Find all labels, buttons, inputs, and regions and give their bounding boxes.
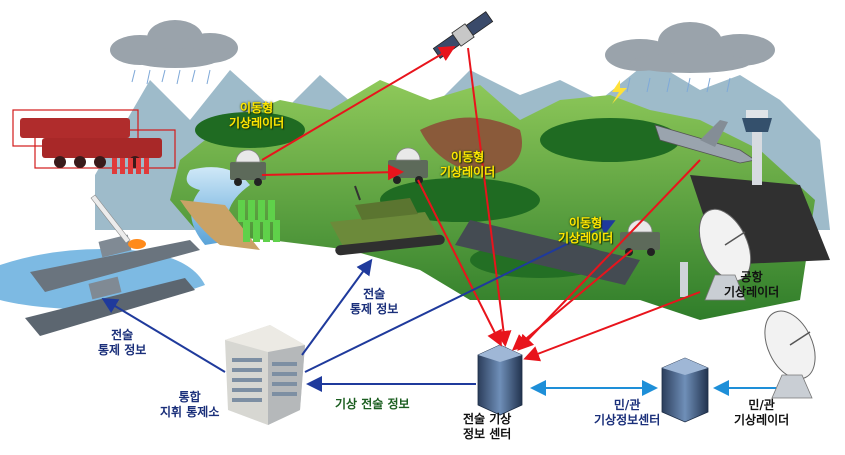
tank: [330, 185, 445, 256]
arrow-command-to-tank: [301, 258, 373, 356]
civil-weather-center-label: 민/관 기상정보센터: [594, 398, 661, 427]
mobile-radar-1-label: 이동형 기상레이더: [229, 101, 285, 130]
red-data-links: [261, 45, 701, 362]
arrow-radar1-to-satellite: [261, 45, 456, 161]
tactical-control-info-upper-label: 전술 통제 정보: [350, 287, 399, 316]
arrow-radar1-to-radar2: [261, 164, 404, 181]
forest-right: [540, 118, 680, 162]
dirt-patch: [420, 117, 522, 175]
mobile-radar-2-label: 이동형 기상레이더: [440, 150, 496, 179]
airport-radar-dish-icon: [680, 208, 752, 301]
missile-icon: [90, 194, 131, 244]
civil-weather-center-building-icon: [661, 357, 709, 423]
forest-center: [380, 178, 540, 222]
terrain: [0, 60, 830, 320]
rain-right: [626, 77, 731, 93]
dirt-bank: [180, 200, 260, 250]
fighter-jet-icon: [654, 120, 757, 164]
clouds: [110, 20, 775, 104]
tactical-weather-center-label: 전술 기상 정보 센터: [463, 412, 512, 441]
airport-radar-label: 공항 기상레이더: [724, 270, 780, 299]
arrow-jet-to-center: [517, 159, 701, 351]
integrated-command-building-icon: [225, 325, 305, 425]
storm-cloud-right: [605, 22, 775, 73]
control-tower-icon: [742, 110, 772, 185]
storm-cloud-left: [110, 20, 238, 68]
rain-left: [131, 69, 211, 85]
arrow-command-to-ship: [101, 297, 226, 373]
soldiers-group: [238, 200, 280, 242]
civil-radar-label: 민/관 기상레이더: [734, 398, 790, 427]
blue-info-links: [101, 220, 616, 392]
tactical-weather-center-building-icon: [477, 344, 523, 416]
civil-radar-dish-icon: [764, 310, 816, 399]
lightning-icon: [612, 80, 627, 104]
mobile-radar-truck-1: [230, 149, 266, 186]
arrow-satellite-to-center: [467, 47, 512, 347]
forest-left: [195, 112, 305, 148]
integrated-command-label: 통합 지휘 통제소: [160, 390, 220, 419]
weather-tactical-info-label: 기상 전술 정보: [335, 397, 410, 411]
arrow-airport-radar-to-center: [523, 291, 701, 362]
mobile-radar-3-label: 이동형 기상레이더: [558, 216, 614, 245]
arrow-command-to-radar3: [304, 220, 616, 373]
tactical-control-info-left-label: 전술 통제 정보: [98, 328, 147, 357]
arrow-radar2-to-center: [417, 179, 502, 347]
satellite-icon: [432, 11, 494, 59]
missile-launcher-trucks: [12, 109, 176, 174]
